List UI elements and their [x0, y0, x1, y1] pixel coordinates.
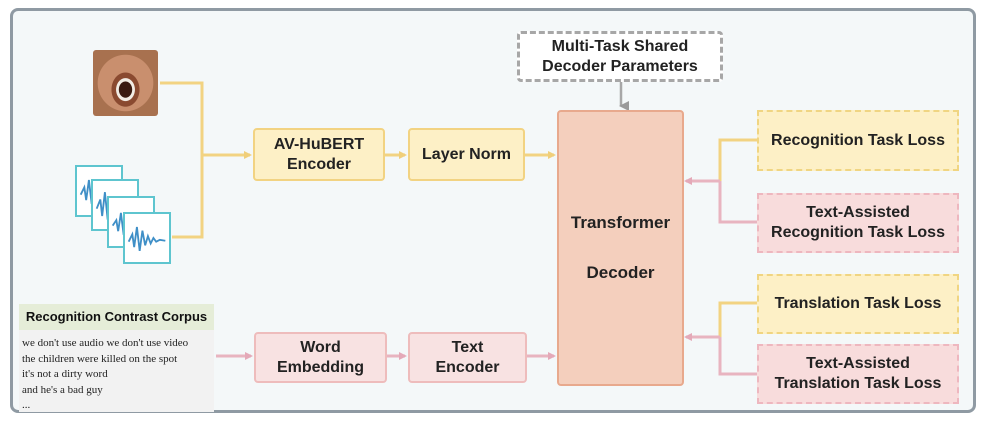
translation-loss-box: Translation Task Loss [757, 274, 959, 334]
corpus-title: Recognition Contrast Corpus [19, 304, 214, 330]
corpus-lines: we don't use audio we don't use video th… [22, 336, 212, 414]
corpus-line: we don't use audio we don't use video [22, 337, 189, 349]
recognition-contrast-corpus: Recognition Contrast Corpus we don't use… [19, 304, 214, 412]
corpus-line: it's not a dirty word [22, 368, 108, 380]
recognition-loss-box: Recognition Task Loss [757, 110, 959, 171]
layer-norm-box: Layer Norm [408, 128, 525, 181]
text-assisted-translation-loss-box: Text-Assisted Translation Task Loss [757, 344, 959, 404]
word-embedding-box: Word Embedding [254, 332, 387, 383]
spectrogram-icon [123, 212, 171, 264]
text-encoder-box: Text Encoder [408, 332, 527, 383]
text-assisted-recognition-loss-box: Text-Assisted Recognition Task Loss [757, 193, 959, 253]
speaker-face-image [93, 50, 158, 116]
corpus-line: the children were killed on the spot [22, 352, 178, 365]
transformer-decoder-box: Transformer Decoder [557, 110, 684, 386]
avhubert-encoder-box: AV-HuBERT Encoder [253, 128, 385, 181]
decoder-label-line2: Decoder [586, 263, 655, 282]
corpus-line: ... [22, 399, 31, 411]
corpus-line: and he's a bad guy [22, 383, 103, 396]
decoder-label-line1: Transformer [570, 213, 671, 232]
shared-decoder-params-box: Multi-Task Shared Decoder Parameters [517, 31, 723, 82]
